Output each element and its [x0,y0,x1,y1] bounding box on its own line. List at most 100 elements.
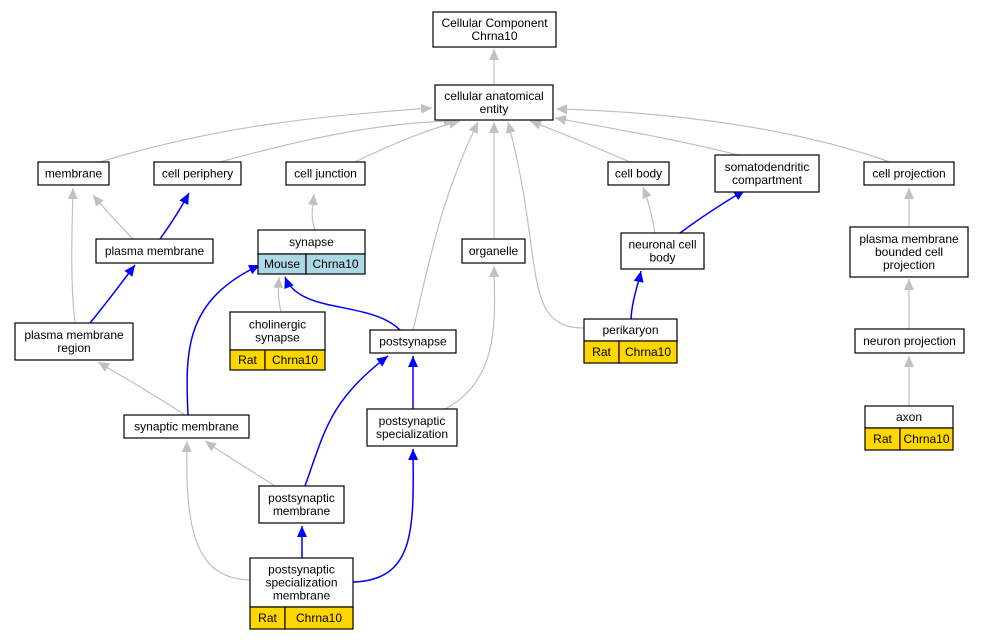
node-box[interactable] [285,161,366,186]
node-label-line: membrane [273,504,331,518]
node-cellbody[interactable]: cell body [607,161,670,186]
node-label-line: somatodendritic [725,160,810,174]
node-box[interactable] [37,161,110,186]
node-box[interactable] [95,238,214,264]
node-label-line: synaptic membrane [134,420,239,434]
node-box[interactable] [849,226,969,278]
gene-cell [305,253,366,275]
edge-perikaryon-to-cae-is-a [506,121,585,329]
node-membrane[interactable]: membrane [37,161,110,186]
node-label-line: cell projection [872,167,945,181]
node-label-line: specialization [265,576,337,590]
gene-cell [899,427,954,451]
node-plasmamem[interactable]: plasma membrane [95,238,214,264]
node-label-line: compartment [732,173,803,187]
node-synmem[interactable]: synaptic membrane [123,414,250,439]
gene-label: Chrna10 [272,353,318,367]
edge-somato-to-cae-is-a [554,115,739,156]
gene-cell [618,340,678,364]
species-label: Rat [258,611,277,625]
edge-pss-to-organelle-is-a [444,265,500,410]
node-label-line: body [649,251,675,265]
node-box[interactable] [153,161,242,186]
edge-cholinergic-to-synapse-is-a [273,276,284,313]
node-box[interactable] [229,311,326,351]
species-label: Rat [592,345,611,359]
node-label-line: neuronal cell [628,238,696,252]
node-celljunc[interactable]: cell junction [285,161,366,186]
node-label-line: membrane [45,167,103,181]
node-label-line: plasma membrane [859,232,959,246]
node-box[interactable] [432,11,557,48]
node-label-line: synapse [255,331,300,345]
species-label: Rat [238,353,257,367]
edge-synapse-to-celljunc-is-a [308,193,318,231]
gene-label: Chrna10 [903,432,949,446]
edge-psm-to-postsynapse-part-of [304,355,389,487]
node-cellper[interactable]: cell periphery [153,161,242,186]
node-box[interactable] [14,322,134,361]
edge-psm-to-synmem-is-a [204,440,276,487]
node-box[interactable] [434,84,554,121]
node-box[interactable] [620,232,705,270]
edges-layer [67,49,914,583]
node-label-line: cell junction [294,167,357,181]
node-label-line: cellular anatomical [444,89,543,103]
node-box[interactable] [366,408,458,447]
node-label-line: perikaryon [602,323,658,337]
node-label-line: projection [883,258,935,272]
node-postsynapse[interactable]: postsynapse [369,329,457,354]
node-label-line: neuron projection [863,334,956,348]
node-label-line: organelle [469,244,519,258]
edge-cellproj-to-cae-is-a [555,104,891,163]
node-organelle[interactable]: organelle [461,238,526,264]
node-label-line: plasma membrane [105,244,205,258]
edge-plasmamem-to-cellper-part-of [159,192,190,240]
edge-membrane-to-cae-is-a [99,103,433,163]
node-label-line: synapse [289,235,334,249]
gene-cell [264,349,326,371]
node-box[interactable] [123,414,250,439]
node-label-line: cell periphery [162,167,233,181]
node-box[interactable] [258,485,345,524]
node-neuronproj[interactable]: neuron projection [854,328,965,354]
node-box[interactable] [257,229,366,255]
node-label-line: entity [480,102,509,116]
node-label-line: Chrna10 [471,29,517,43]
edge-celljunc-to-cae-is-a [354,118,461,163]
edge-pssm-to-pss-part-of [352,448,419,583]
species-label: Rat [873,432,892,446]
node-label-line: postsynapse [379,335,447,349]
species-label: Mouse [264,257,300,271]
node-box[interactable] [461,238,526,264]
edge-pssm-to-synmem-is-a [181,440,253,581]
node-box[interactable] [854,328,965,354]
edge-perikaryon-to-neuronalbody-part-of [630,270,644,320]
node-label-line: membrane [273,589,331,603]
node-box[interactable] [607,161,670,186]
node-box[interactable] [714,154,820,193]
node-cellproj[interactable]: cell projection [863,161,955,186]
node-box[interactable] [369,329,457,354]
edge-neuronalbody-to-cellbody-is-a [642,186,656,234]
edge-plasmamem-to-membrane-is-a [92,194,134,240]
node-label-line: specialization [376,427,448,441]
edge-synmem-to-pmr-is-a [97,361,186,416]
node-label-line: region [57,341,90,355]
edge-neuronalbody-to-somato-part-of [679,189,746,234]
node-box[interactable] [863,161,955,186]
